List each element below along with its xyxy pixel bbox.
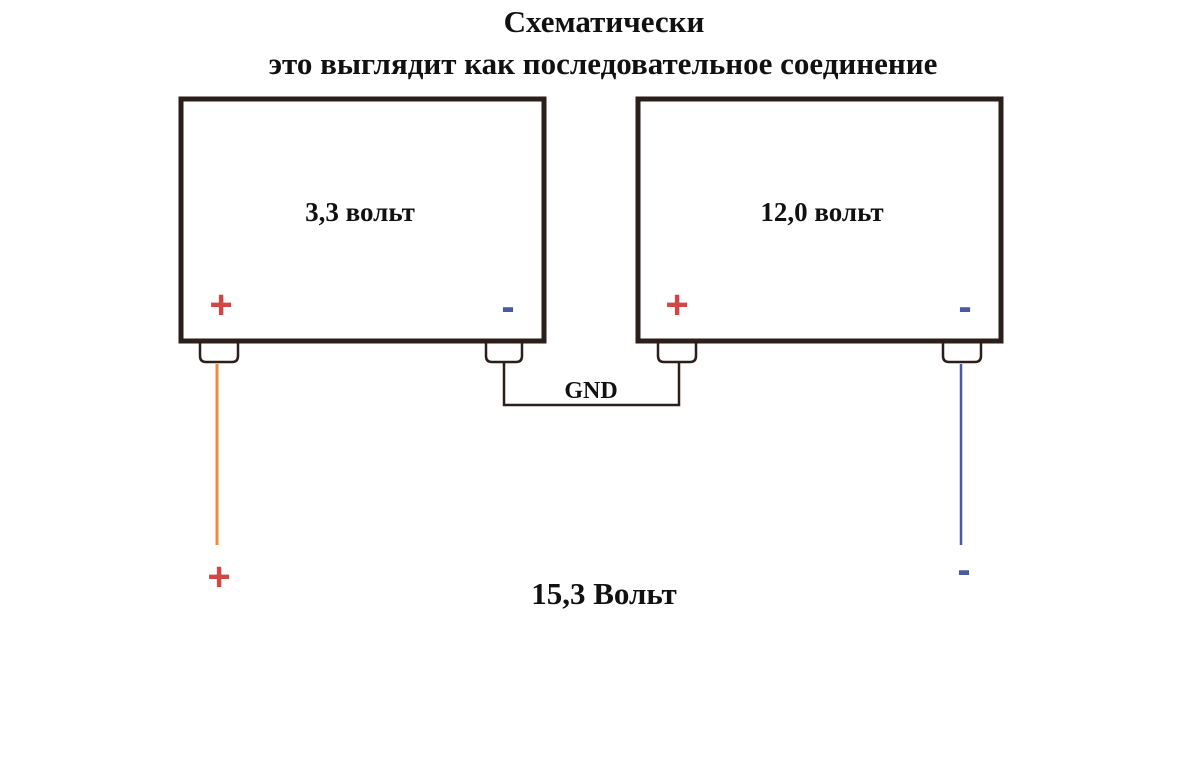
battery-1-minus-terminal <box>484 341 524 364</box>
battery-2-voltage-label: 12,0 вольт <box>760 197 883 227</box>
gnd-label: GND <box>564 378 617 404</box>
battery-2-plus-sign: + <box>665 283 688 327</box>
output-plus-sign: + <box>207 555 230 599</box>
gnd-wire <box>502 362 681 407</box>
total-voltage-label: 15,3 Вольт <box>531 576 677 611</box>
battery-1-voltage-label: 3,3 вольт <box>305 197 415 227</box>
battery-2-minus-terminal <box>941 341 983 364</box>
output-minus-sign: - <box>957 548 970 592</box>
battery-1-plus-terminal <box>198 341 240 364</box>
battery-2-plus-terminal <box>656 341 698 364</box>
battery-1-plus-sign: + <box>209 283 232 327</box>
battery-1: 3,3 вольт + - <box>178 96 547 364</box>
title-line-1: Схематически <box>504 4 705 39</box>
battery-1-body <box>178 96 547 344</box>
battery-1-minus-sign: - <box>501 285 514 329</box>
title-line-2: это выглядит как последовательное соедин… <box>269 46 938 81</box>
battery-2-body <box>635 96 1004 344</box>
battery-2-minus-sign: - <box>958 285 971 329</box>
battery-2: 12,0 вольт + - <box>635 96 1004 364</box>
